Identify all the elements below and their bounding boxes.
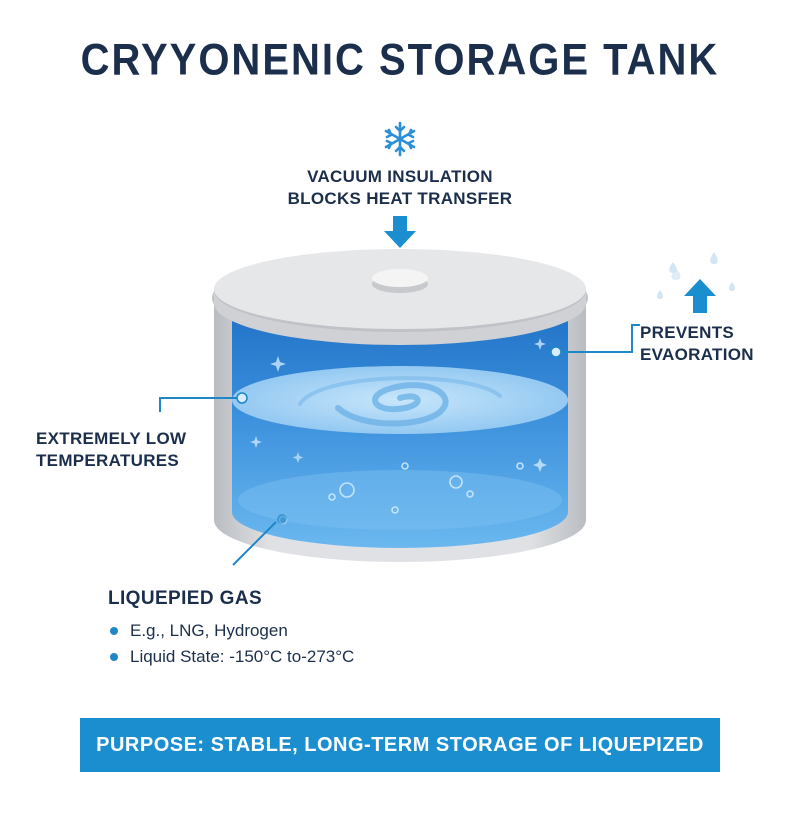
droplet-icon bbox=[657, 252, 735, 299]
tank-diagram bbox=[159, 121, 735, 566]
gas-leader-line bbox=[232, 521, 277, 566]
vacuum-insulation-label: VACUUM INSULATION BLOCKS HEAT TRANSFER bbox=[250, 166, 550, 210]
swirl bbox=[298, 376, 502, 427]
bullet-icon bbox=[110, 627, 118, 635]
evaporation-label-line2: EVAORATION bbox=[640, 345, 754, 364]
bullet-icon bbox=[110, 653, 118, 661]
temperature-leader-line bbox=[159, 397, 242, 412]
gas-title: LIQUEPIED GAS bbox=[108, 588, 263, 609]
gas-item-text: Liquid State: -150°C to-273°C bbox=[130, 647, 355, 666]
vacuum-label-line2: BLOCKS HEAT TRANSFER bbox=[287, 189, 513, 208]
low-temperatures-label: EXTREMELY LOW TEMPERATURES bbox=[36, 428, 236, 472]
purpose-banner: PURPOSE: STABLE, LONG-TERM STORAGE OF LI… bbox=[80, 718, 720, 810]
liquefied-gas-info: LIQUEPIED GAS E.g., LNG, Hydrogen Liquid… bbox=[108, 588, 508, 670]
page-title: CRYYONENIC STORAGE TANK bbox=[80, 35, 720, 85]
prevents-evaporation-label: PREVENTS EVAORATION bbox=[640, 322, 790, 366]
evaporation-leader-line bbox=[556, 324, 640, 353]
temperature-label-line2: TEMPERATURES bbox=[36, 451, 180, 470]
liquid-bottom-glow bbox=[238, 470, 562, 530]
list-item: E.g., LNG, Hydrogen bbox=[108, 618, 508, 644]
temperature-label-line1: EXTREMELY LOW bbox=[36, 429, 187, 448]
list-item: Liquid State: -150°C to-273°C bbox=[108, 644, 508, 670]
evaporation-label-line1: PREVENTS bbox=[640, 323, 735, 342]
gas-list: E.g., LNG, Hydrogen Liquid State: -150°C… bbox=[108, 618, 508, 670]
gas-item-text: E.g., LNG, Hydrogen bbox=[130, 621, 288, 640]
lid-cap bbox=[372, 269, 428, 287]
down-arrow-icon bbox=[384, 216, 416, 248]
vacuum-label-line1: VACUUM INSULATION bbox=[307, 167, 493, 186]
up-arrow-icon bbox=[684, 279, 716, 313]
sparkle-icon bbox=[250, 338, 547, 472]
snowflake-icon bbox=[384, 121, 416, 157]
